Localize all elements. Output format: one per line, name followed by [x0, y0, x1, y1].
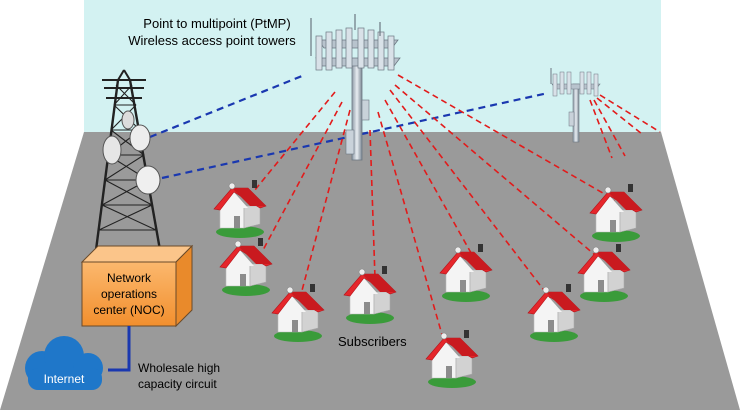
noc-building: [80, 244, 194, 328]
high-capacity-circuit-line: [108, 326, 131, 372]
subscriber-links: [249, 74, 661, 346]
ptmp-label-line1: Point to multipoint (PtMP): [143, 16, 290, 31]
noc-label-line2: operations: [101, 287, 157, 301]
noc-label-line1: Network: [107, 271, 152, 285]
internet-label: Internet: [44, 372, 85, 386]
dish-antenna-icon: [102, 110, 161, 195]
subscribers-label: Subscribers: [338, 334, 407, 349]
circuit-label-line1: Wholesale high: [138, 361, 220, 375]
circuit-label-line2: capacity circuit: [138, 377, 217, 391]
ptmp-label-line2: Wireless access point towers: [128, 33, 296, 48]
ptmp-tower-icon-distant: [550, 68, 601, 143]
noc-label-line3: center (NOC): [93, 303, 164, 317]
cloud-icon: [25, 336, 103, 390]
ptmp-tower-icon: [310, 14, 401, 161]
